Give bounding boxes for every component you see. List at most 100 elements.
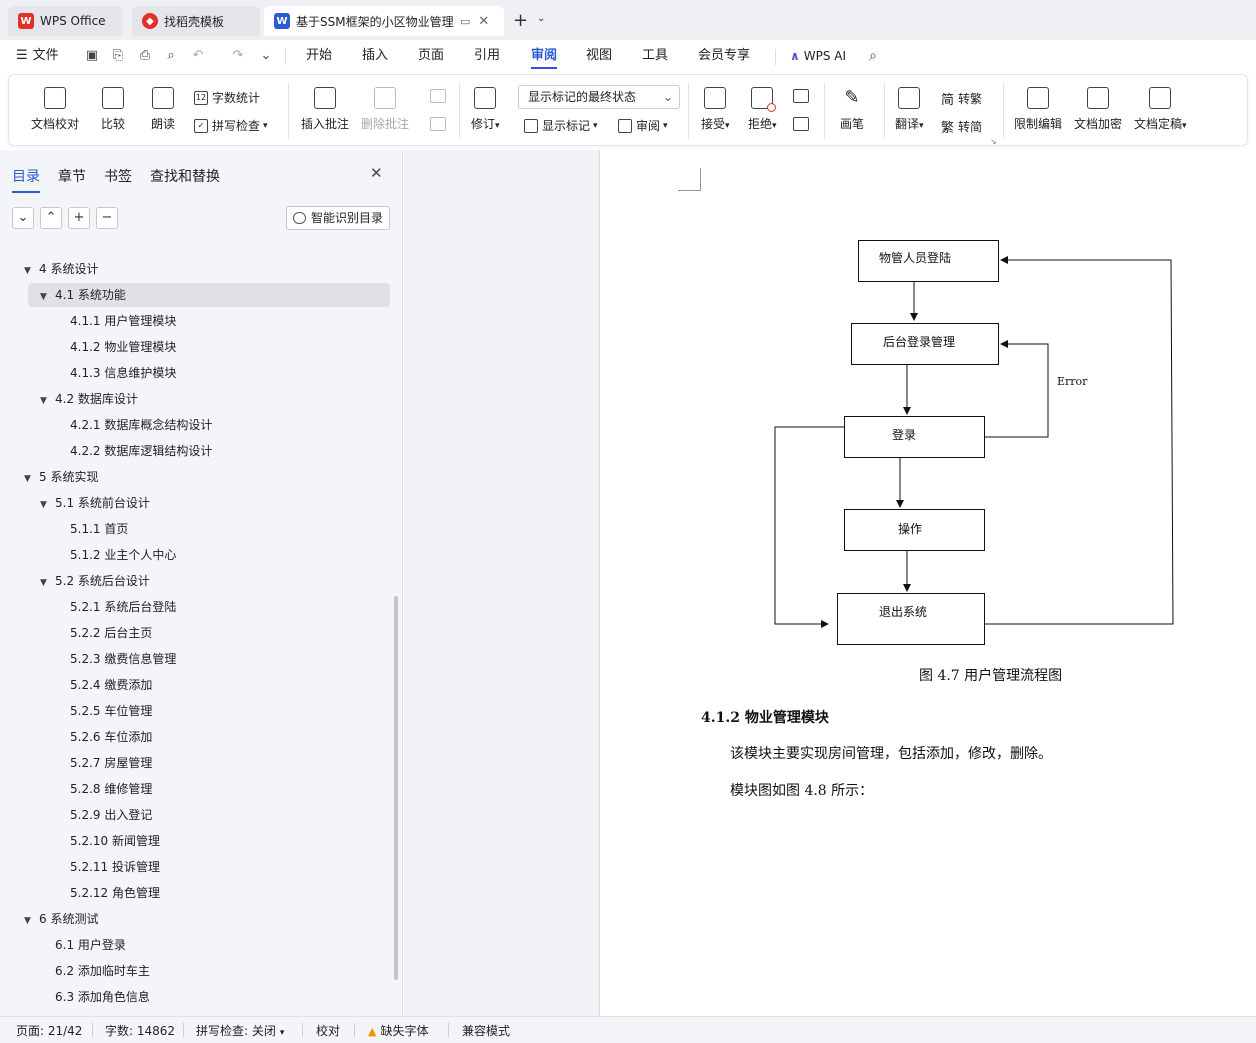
tab-chapters[interactable]: 章节 (58, 169, 86, 185)
expand-triangle-icon[interactable]: ▼ (24, 266, 31, 276)
menu-vip[interactable]: 会员专享 (698, 48, 751, 63)
toc-item[interactable]: 5.2.11 投诉管理 (70, 856, 160, 878)
toc-item[interactable]: ▼4.2 数据库设计 (40, 388, 138, 410)
toc-item[interactable]: ▼6 系统测试 (24, 908, 98, 930)
tab-find-replace[interactable]: 查找和替换 (150, 169, 220, 185)
display-state-select[interactable]: 显示标记的最终状态 ⌄ (518, 85, 680, 109)
chevron-down-icon[interactable]: ⌄ (260, 48, 272, 63)
prev-comment-icon[interactable] (430, 89, 446, 103)
toc-item[interactable]: 6.1 用户登录 (55, 934, 126, 956)
track-changes-button[interactable]: 修订▾ (471, 87, 500, 132)
tab-docer[interactable]: ◆ 找稻壳模板 (132, 6, 260, 36)
toc-item[interactable]: 5.2.4 缴费添加 (70, 674, 152, 696)
toc-item[interactable]: 4.1.1 用户管理模块 (70, 310, 176, 332)
translate-button[interactable]: 翻译▾ (895, 87, 924, 132)
toc-item[interactable]: 5.2.9 出入登记 (70, 804, 152, 826)
toc-item[interactable]: ▼4 系统设计 (24, 258, 98, 280)
chevron-down-icon[interactable]: ⌄ (537, 13, 546, 24)
toc-item[interactable]: 5.2.5 车位管理 (70, 700, 152, 722)
toc-item[interactable]: 6.2 添加临时车主 (55, 960, 150, 982)
toc-item[interactable]: 5.2.10 新闻管理 (70, 830, 160, 852)
tab-wps-office[interactable]: W WPS Office (8, 6, 123, 36)
toc-item[interactable]: 4.1.3 信息维护模块 (70, 362, 176, 384)
reject-button[interactable]: 拒绝▾ (748, 87, 777, 132)
to-simplified-button[interactable]: 繁转简 (941, 117, 982, 136)
page-indicator[interactable]: 页面: 21/42 (16, 1024, 83, 1038)
toc-item[interactable]: 4.2.2 数据库逻辑结构设计 (70, 440, 212, 462)
toc-item[interactable]: 5.2.8 维修管理 (70, 778, 152, 800)
spell-check-status[interactable]: 拼写检查: 关闭▾ (196, 1022, 284, 1039)
remove-heading-button[interactable]: − (96, 207, 118, 229)
menu-start[interactable]: 开始 (306, 48, 333, 63)
spell-check-button[interactable]: ✓拼写检查▾ (194, 117, 268, 134)
read-aloud-button[interactable]: 朗读 (151, 87, 175, 132)
toc-scrollbar[interactable] (394, 596, 398, 980)
toc-item[interactable]: 5.1.1 首页 (70, 518, 128, 540)
expand-triangle-icon[interactable]: ▼ (40, 500, 47, 510)
toc-item[interactable]: ▼5.1 系统前台设计 (40, 492, 150, 514)
file-menu[interactable]: ☰文件 (16, 40, 59, 72)
next-comment-icon[interactable] (430, 117, 446, 131)
word-count-indicator[interactable]: 字数: 14862 (105, 1024, 176, 1038)
next-change-icon[interactable] (793, 117, 809, 131)
document-page[interactable]: 物管人员登陆 后台登录管理 登录 操作 退出系统 Error 图 4.7 用户管… (599, 150, 1256, 1016)
menu-review[interactable]: 审阅 (531, 40, 558, 72)
menu-tools[interactable]: 工具 (642, 48, 669, 63)
print-preview-icon[interactable]: ⌕ (167, 48, 175, 63)
close-icon[interactable]: ✕ (370, 164, 383, 182)
expand-triangle-icon[interactable]: ▼ (40, 292, 47, 302)
expand-triangle-icon[interactable]: ▼ (24, 474, 31, 484)
expand-all-button[interactable]: ⌄ (12, 207, 34, 229)
toc-item[interactable]: ▼4.1 系统功能 (40, 284, 126, 306)
toc-item[interactable]: 5.1.2 业主个人中心 (70, 544, 176, 566)
encrypt-button[interactable]: 文档加密 (1074, 87, 1122, 132)
show-markup-button[interactable]: 显示标记▾ (524, 117, 598, 134)
to-traditional-button[interactable]: 简转繁 (941, 89, 982, 108)
pen-button[interactable]: ✎ 画笔 (840, 87, 864, 132)
compare-button[interactable]: 比较 (101, 87, 125, 132)
collapse-all-button[interactable]: ⌃ (40, 207, 62, 229)
proof-status[interactable]: 校对 (316, 1024, 341, 1038)
tab-document[interactable]: W 基于SSM框架的小区物业管理 ▭ ✕ (264, 6, 504, 36)
redo-icon[interactable]: ↷ (232, 48, 244, 63)
proof-button[interactable]: 文档校对 (31, 87, 79, 132)
insert-comment-button[interactable]: 插入批注 (301, 87, 349, 132)
missing-font-status[interactable]: ▲缺失字体 (368, 1022, 428, 1039)
expand-triangle-icon[interactable]: ▼ (40, 578, 47, 588)
expand-triangle-icon[interactable]: ▼ (40, 396, 47, 406)
delete-comment-button[interactable]: 删除批注 (361, 87, 409, 132)
toc-item[interactable]: 5.2.12 角色管理 (70, 882, 160, 904)
toc-item[interactable]: 5.2.2 后台主页 (70, 622, 152, 644)
menu-references[interactable]: 引用 (474, 48, 501, 63)
prev-change-icon[interactable] (793, 89, 809, 103)
add-heading-button[interactable]: + (68, 207, 90, 229)
menu-insert[interactable]: 插入 (362, 48, 389, 63)
toc-item[interactable]: ▼5.2 系统后台设计 (40, 570, 150, 592)
restrict-edit-button[interactable]: 限制编辑 (1014, 87, 1062, 132)
save-icon[interactable]: ▣ (85, 48, 99, 63)
review-pane-button[interactable]: 审阅▾ (618, 117, 668, 134)
menu-view[interactable]: 视图 (586, 48, 613, 63)
menu-page[interactable]: 页面 (418, 48, 445, 63)
undo-icon[interactable]: ↶ (192, 48, 204, 63)
new-tab-icon[interactable]: + (513, 10, 529, 31)
expand-triangle-icon[interactable]: ▼ (24, 916, 31, 926)
toc-item[interactable]: 5.2.1 系统后台登陆 (70, 596, 176, 618)
toc-item[interactable]: 4.2.1 数据库概念结构设计 (70, 414, 212, 436)
smart-toc-button[interactable]: 智能识别目录 (286, 206, 390, 230)
toc-item[interactable]: 4.1.2 物业管理模块 (70, 336, 176, 358)
search-icon[interactable]: ⌕ (869, 48, 877, 64)
print-icon[interactable]: ⎙ (139, 48, 151, 63)
tab-bookmarks[interactable]: 书签 (104, 169, 132, 185)
accept-button[interactable]: 接受▾ (701, 87, 730, 132)
toc-item[interactable]: 5.2.6 车位添加 (70, 726, 152, 748)
toc-item[interactable]: 5.2.3 缴费信息管理 (70, 648, 176, 670)
finalize-button[interactable]: 文档定稿▾ (1134, 87, 1187, 132)
toc-item[interactable]: 5.2.7 房屋管理 (70, 752, 152, 774)
tab-toc[interactable]: 目录 (12, 166, 40, 193)
wps-ai-button[interactable]: ∧WPS AI (790, 40, 846, 72)
expand-group-icon[interactable]: ↘ (990, 137, 997, 146)
share-icon[interactable]: ⎘ (112, 48, 124, 63)
monitor-icon[interactable]: ▭ (460, 14, 471, 28)
